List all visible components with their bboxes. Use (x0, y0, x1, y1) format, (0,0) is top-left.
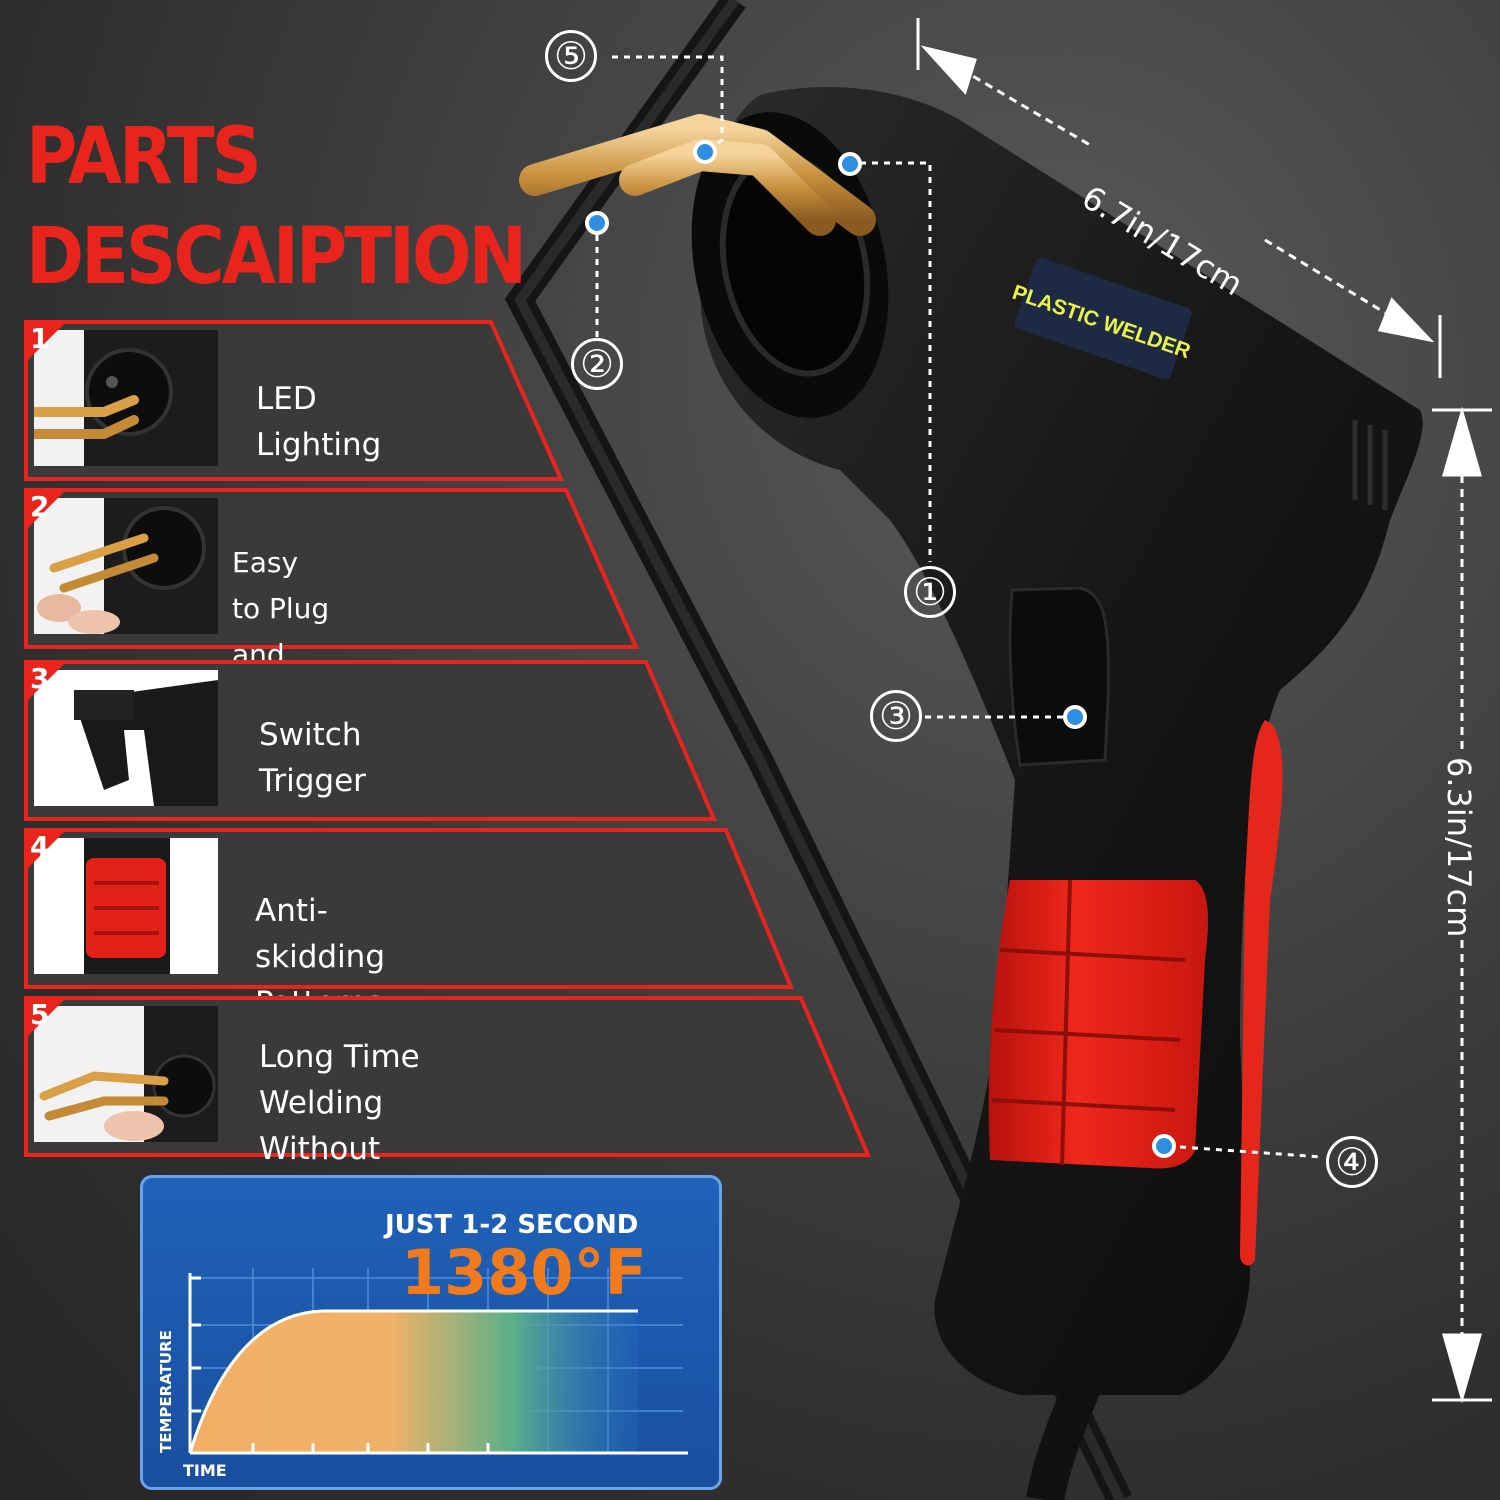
dot-part-4 (1152, 1134, 1176, 1158)
y-axis-label: TEMPERATURE (157, 1330, 175, 1453)
dot-part-1 (838, 152, 862, 176)
long-time-welding-thumbnail (34, 1006, 218, 1142)
heading-description: DESCAIPTION (26, 210, 527, 302)
part-label-switch-trigger: Switch Trigger (259, 717, 366, 799)
part-number-3: 3 (30, 662, 50, 695)
led-lighting-thumbnail (34, 330, 218, 466)
switch-trigger-thumbnail (34, 670, 218, 806)
heat-subtitle: JUST 1-2 SECOND (385, 1210, 639, 1240)
part-label-led-lighting: LED Lighting (256, 381, 382, 463)
part-number-5: 5 (30, 998, 50, 1031)
plug-unplug-thumbnail (34, 498, 218, 634)
callout-1: ① (904, 566, 956, 618)
part-number-4: 4 (30, 830, 50, 863)
heat-up-panel: JUST 1-2 SECOND 1380°F TEMPERATURE TIME (140, 1175, 722, 1490)
callout-3: ③ (870, 690, 922, 742)
callout-5: ⑤ (545, 30, 597, 82)
anti-skid-thumbnail (34, 838, 218, 974)
part-number-1: 1 (30, 322, 50, 355)
callout-4: ④ (1326, 1136, 1378, 1188)
dot-part-2 (585, 211, 609, 235)
x-axis-label: TIME (183, 1461, 227, 1480)
heading-parts: PARTS (26, 110, 262, 202)
dimension-height: 6.3in/17cm (1440, 757, 1478, 938)
callout-2: ② (571, 338, 623, 390)
part-number-2: 2 (30, 490, 50, 523)
heat-temperature: 1380°F (401, 1236, 647, 1309)
dot-part-5 (693, 140, 717, 164)
dot-part-3 (1063, 705, 1087, 729)
